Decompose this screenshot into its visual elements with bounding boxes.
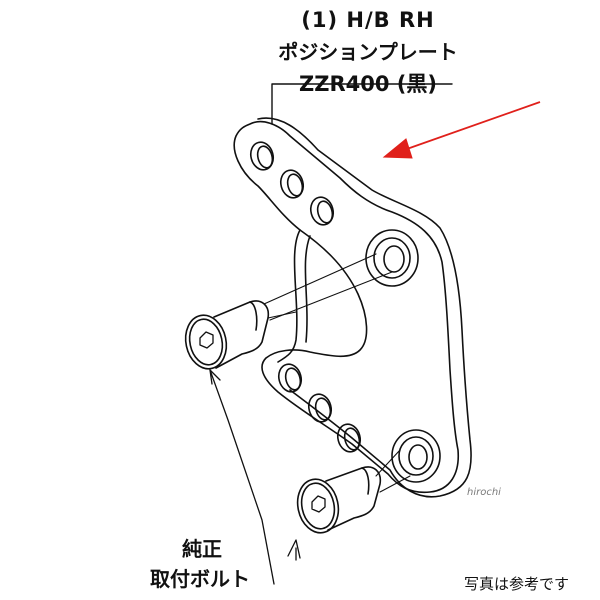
oem-bolt-callout: 純正 取付ボルト bbox=[150, 534, 290, 594]
callout-arrowhead-upper bbox=[209, 369, 221, 385]
lower-assembly-line-2 bbox=[379, 475, 411, 493]
lower-hole-2-inner bbox=[314, 397, 332, 421]
lower-hole-1 bbox=[277, 363, 303, 393]
callout-leader-upper bbox=[209, 369, 275, 585]
upper-hole-3 bbox=[309, 196, 335, 226]
plate-inner-edge-2 bbox=[304, 235, 311, 343]
upper-hole-2 bbox=[279, 169, 305, 199]
part-name-title: ポジションプレート bbox=[278, 40, 458, 64]
title-leader-line bbox=[271, 83, 453, 125]
upper-hole-1 bbox=[249, 141, 275, 171]
callout-line-1: 純正 bbox=[182, 537, 222, 561]
lower-countersunk-hole-outer bbox=[391, 429, 441, 483]
watermark-text: hirochi bbox=[467, 487, 501, 498]
lower-assembly-line bbox=[375, 449, 401, 477]
lower-hole-3 bbox=[336, 423, 362, 453]
upper-hole-3-inner bbox=[316, 200, 334, 224]
upper-assembly-line bbox=[263, 253, 377, 305]
upper-bolt bbox=[184, 300, 297, 370]
lower-hole-1-inner bbox=[284, 367, 302, 391]
upper-hole-2-inner bbox=[286, 173, 304, 197]
lower-bolt bbox=[296, 466, 382, 534]
plate-front-outline bbox=[233, 120, 459, 494]
upper-hole-1-inner bbox=[256, 145, 274, 169]
upper-countersunk-hole-mid bbox=[373, 237, 411, 279]
lower-hole-3-inner bbox=[343, 427, 361, 451]
photo-disclaimer: 写真は参考です bbox=[464, 575, 570, 593]
upper-assembly-line-2 bbox=[269, 271, 393, 321]
plate-inner-edge bbox=[277, 229, 301, 363]
lower-countersunk-hole-mid bbox=[398, 436, 434, 476]
callout-arrowhead-lower bbox=[287, 539, 301, 559]
callout-line-2: 取付ボルト bbox=[150, 567, 250, 591]
lower-countersunk-hole-inner bbox=[408, 444, 428, 470]
upper-countersunk-hole-inner bbox=[383, 245, 405, 273]
lower-hole-2 bbox=[307, 393, 333, 423]
red-arrow bbox=[382, 101, 541, 159]
part-number-title: (1) H/B RH bbox=[301, 8, 435, 32]
plate-back-outline bbox=[257, 117, 472, 498]
